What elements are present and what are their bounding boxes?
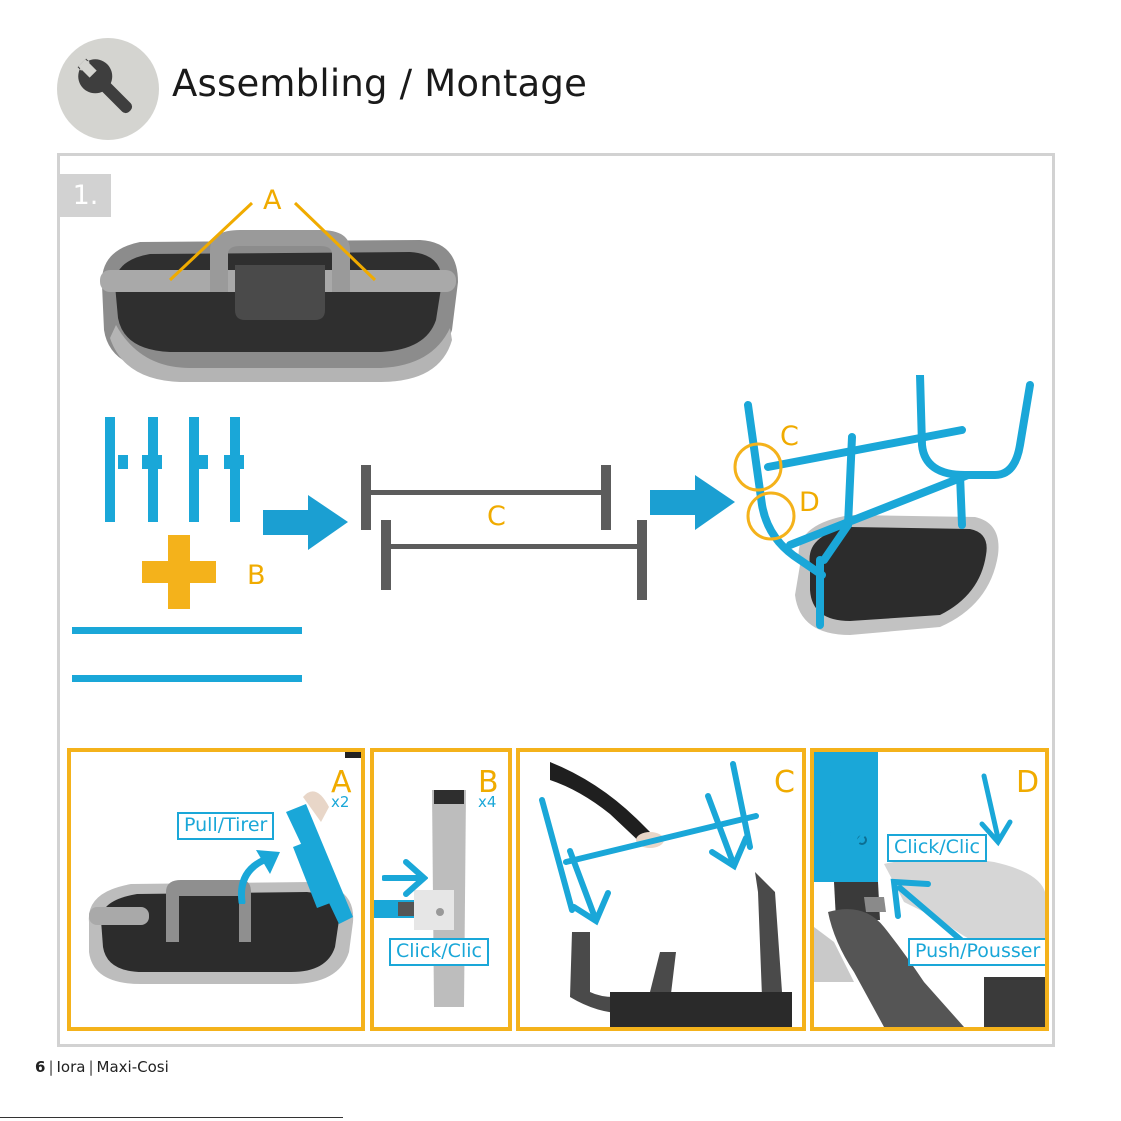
panel-a: A x2 Pull/Tirer <box>67 748 365 1031</box>
callout-a: A <box>263 187 281 214</box>
callout-c-top: C <box>487 503 506 530</box>
brand-name: Maxi-Cosi <box>97 1058 169 1076</box>
arrow-down-icon <box>560 847 615 927</box>
pull-label: Pull/Tirer <box>177 812 274 840</box>
footer-rule <box>0 1117 343 1118</box>
arrow-right-icon <box>263 495 348 550</box>
panel-a-illustration <box>71 752 361 1027</box>
curved-arrow-icon <box>234 842 294 904</box>
highlight-circles <box>732 440 802 546</box>
arrow-right-icon <box>650 475 735 530</box>
product-name: Iora <box>57 1058 86 1076</box>
part-b-bars <box>70 625 305 685</box>
panel-c-letter: C <box>774 768 795 798</box>
arrow-down-icon <box>698 792 753 872</box>
panel-b: B x4 Click/Clic <box>370 748 512 1031</box>
plus-icon <box>142 535 216 609</box>
panel-b-multiplier: x4 <box>478 795 496 810</box>
callout-b: B <box>247 562 266 589</box>
header-icon-circle <box>57 38 159 140</box>
panel-d: D Click/Clic Push/Pousser <box>810 748 1049 1031</box>
panel-a-multiplier: x2 <box>331 795 349 810</box>
arrow-down-icon <box>824 772 874 862</box>
frame-c-illustration <box>355 460 685 600</box>
page-footer: 6|Iora|Maxi-Cosi <box>35 1058 169 1076</box>
callout-c-right: C <box>780 423 799 450</box>
panel-c: C <box>516 748 806 1031</box>
click-label-d: Click/Clic <box>887 834 987 862</box>
push-label: Push/Pousser <box>908 938 1047 966</box>
click-label-b: Click/Clic <box>389 938 489 966</box>
part-b-legs <box>100 415 255 525</box>
page-title: Assembling / Montage <box>172 62 587 105</box>
arrow-right-icon <box>382 858 428 898</box>
page-number: 6 <box>35 1058 45 1076</box>
callout-d-right: D <box>799 489 820 516</box>
panel-d-letter: D <box>1016 768 1039 798</box>
wrench-icon <box>57 38 159 140</box>
